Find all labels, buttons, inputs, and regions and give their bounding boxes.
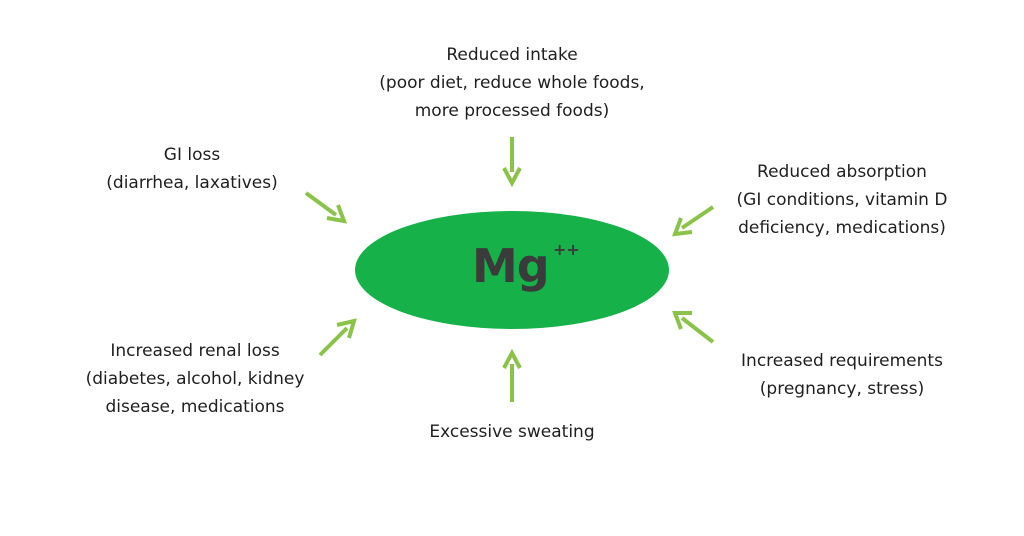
factor-detail: deficiency, medications) [738, 218, 946, 238]
arrow-top-head [502, 167, 522, 188]
arrow-top-left-head [326, 204, 348, 224]
factor-reduced-absorption: Reduced absorption (GI conditions, vitam… [722, 158, 962, 242]
arrow-top-right-head [671, 217, 693, 237]
magnesium-symbol: Mg [472, 239, 550, 293]
arrow-bottom-left-head [336, 318, 357, 339]
factor-title: Increased renal loss [110, 341, 280, 361]
factor-title: Increased requirements [741, 351, 943, 371]
factor-title: Reduced intake [446, 45, 578, 65]
arrow-bottom-head [502, 348, 522, 369]
factor-title: Excessive sweating [429, 422, 595, 442]
factor-increased-requirements: Increased requirements (pregnancy, stres… [722, 347, 962, 403]
factor-excessive-sweating: Excessive sweating [402, 418, 622, 446]
factor-title: GI loss [163, 145, 221, 165]
arrow-top-left [304, 191, 338, 217]
factor-detail: (diarrhea, laxatives) [106, 173, 278, 193]
factor-detail: more processed foods) [414, 101, 610, 121]
magnesium-ellipse [355, 211, 669, 329]
factor-reduced-intake: Reduced intake (poor diet, reduce whole … [362, 41, 662, 125]
factor-title: Reduced absorption [757, 162, 927, 182]
arrow-top-right [680, 205, 715, 230]
magnesium-charge: ++ [553, 240, 580, 259]
arrow-bottom-right-head [672, 311, 692, 330]
arrow-bottom-right [680, 316, 715, 344]
arrow-bottom-left [318, 326, 349, 357]
factor-gi-loss: GI loss (diarrhea, laxatives) [92, 141, 292, 197]
factor-detail: (poor diet, reduce whole foods, [379, 73, 645, 93]
factor-detail: disease, medications [105, 397, 285, 417]
factor-detail: (pregnancy, stress) [759, 379, 925, 399]
factor-detail: (diabetes, alcohol, kidney [85, 369, 305, 389]
factor-detail: (GI conditions, vitamin D [736, 190, 948, 210]
factor-increased-renal-loss: Increased renal loss (diabetes, alcohol,… [70, 337, 320, 421]
